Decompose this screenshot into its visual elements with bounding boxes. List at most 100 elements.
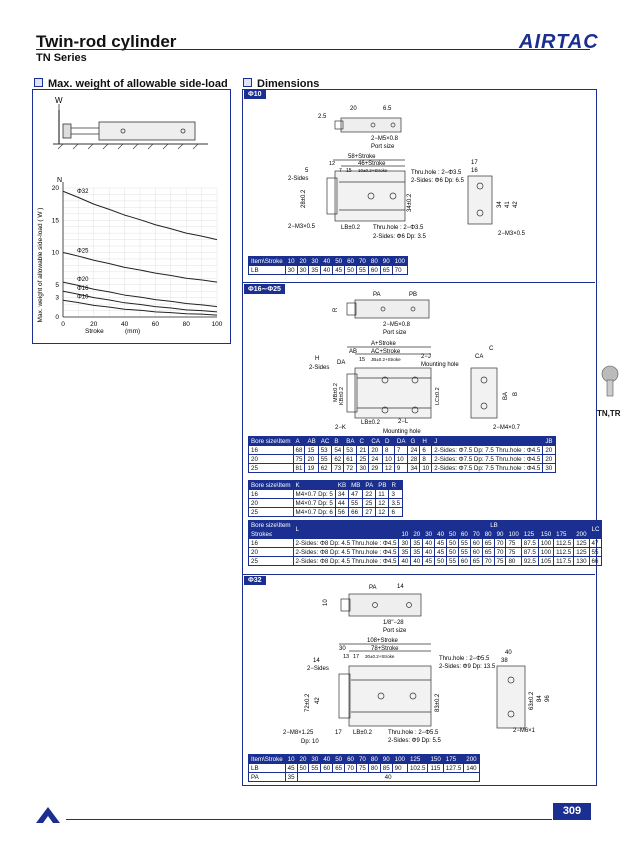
- table-16c-cell: 55: [588, 547, 603, 557]
- x-tick-label: 100: [212, 321, 223, 328]
- table-16a-cell: 75: [292, 454, 306, 464]
- series-label: TN Series: [36, 52, 87, 64]
- dim-pb: PB: [409, 292, 417, 298]
- table-10-cell: 65: [379, 265, 393, 275]
- dim-pa-32: PA: [369, 585, 377, 591]
- dim-ba: BA: [503, 392, 509, 400]
- table-32-cell: 50: [332, 754, 346, 764]
- y-tick-label: 20: [52, 185, 60, 192]
- table-16c-cell: 112.5: [553, 538, 575, 548]
- table-16a-cell: 25: [248, 463, 294, 473]
- port-thread-32: 1/8"−28: [383, 620, 404, 626]
- table-16c-cell: 70: [469, 529, 483, 539]
- table-32-cell: PA: [248, 772, 286, 782]
- series-label: Φ10: [77, 295, 89, 301]
- table-16a-cell: 6: [419, 445, 433, 455]
- table-16b-cell: 22: [362, 489, 377, 499]
- bullet-square-icon: [34, 78, 43, 87]
- table-10-cell: 45: [332, 265, 346, 275]
- table-16b-cell: 25: [362, 498, 377, 508]
- dim-7: 7: [339, 168, 342, 174]
- two-sides-32: 2−Sides: [307, 666, 329, 672]
- table-16a-cell: 28: [407, 454, 421, 464]
- table-16a-cell: 30: [356, 463, 370, 473]
- table-10-cell: 80: [367, 256, 381, 266]
- table-16a-cell: 55: [317, 454, 333, 464]
- table-16b-cell: 11: [375, 489, 390, 499]
- x-tick-label: 0: [61, 321, 65, 328]
- table-16b-cell: 34: [334, 489, 350, 499]
- table-16c-cell: 55: [446, 556, 459, 566]
- series-line: [62, 290, 218, 313]
- table-16c-cell: 125: [520, 529, 539, 539]
- table-16a-cell: 2-Sides: Φ7.5 Dp: 7.5 Thru.hole : Φ4.5: [431, 454, 544, 464]
- table-16c-cell: 2-Sides: Φ8 Dp: 4.5 Thru.hole : Φ4.5: [292, 547, 400, 557]
- table-16a-cell: DA: [393, 436, 409, 446]
- thread-depth-10: Dp: 10: [301, 739, 319, 745]
- dim-6-5: 6.5: [383, 106, 392, 112]
- dim-38: 38: [501, 658, 508, 664]
- table-16c-cell: 75: [505, 538, 522, 548]
- table-16c-cell: 90: [493, 529, 507, 539]
- table-32-cell: 60: [320, 763, 334, 773]
- table-16a-cell: 20: [542, 454, 556, 464]
- table-16b-cell: 25: [248, 507, 294, 517]
- table-16c-cell: 60: [469, 538, 483, 548]
- table-32-cell: 80: [367, 754, 381, 764]
- dim-a-stroke: A+Stroke: [371, 341, 397, 347]
- table-32-cell: 70: [344, 763, 357, 773]
- table-16c-cell: 40: [410, 556, 424, 566]
- dim-58-stroke: 58+Stroke: [348, 154, 376, 160]
- dim-lb: LB±0.2: [341, 225, 361, 231]
- table-10-cell: LB: [248, 265, 286, 275]
- table-16c-cell: 65: [481, 538, 495, 548]
- table-16a-cell: 20: [304, 454, 319, 464]
- table-16a-cell: 53: [317, 445, 333, 455]
- dim-15-16: 15: [359, 357, 365, 363]
- y-tick-label: 15: [52, 217, 60, 224]
- table-16b-cell: M4×0.7 Dp: 5: [292, 498, 336, 508]
- table-32-cell: 175: [442, 754, 465, 764]
- table-16b-cell: 3.5: [388, 498, 404, 508]
- table-16c-cell: 16: [248, 538, 294, 548]
- table-10-cell: 20: [296, 256, 310, 266]
- dim-12: 12: [329, 161, 335, 167]
- dimensions-panel: [242, 89, 597, 786]
- table-32-cell: 90: [391, 763, 408, 773]
- table-16a-cell: 21: [356, 445, 370, 455]
- table-16b-cell: 16: [248, 489, 294, 499]
- table-16b-cell: 55: [348, 498, 364, 508]
- dim-41: 41: [505, 201, 511, 208]
- table-10-cell: 30: [308, 256, 322, 266]
- table-16a-cell: G: [407, 436, 421, 446]
- dim-30-stroke: 30±0.2+Stroke: [365, 654, 395, 659]
- table-16c-cell: 35: [410, 538, 424, 548]
- table-10-cell: 30: [296, 265, 310, 275]
- port-thread-16: 2−M5×0.8: [383, 322, 411, 328]
- table-16a-cell: 29: [368, 463, 383, 473]
- dim-30: 30: [339, 646, 346, 652]
- series-line: [62, 190, 218, 241]
- table-32-cell: 125: [406, 754, 429, 764]
- table-16c-cell: 55: [457, 547, 471, 557]
- table-16b-cell: Bore size\Item: [248, 480, 294, 490]
- table-16b-cell: MB: [348, 480, 364, 490]
- bore-tag-16-25: Φ16∼Φ25: [244, 284, 285, 294]
- table-16c-cell: LB: [398, 520, 590, 530]
- table-32-cell: 140: [463, 763, 480, 773]
- mount-j: 2−J: [421, 354, 431, 360]
- table-32-cell: 60: [344, 754, 357, 764]
- table-16c-cell: 35: [410, 547, 424, 557]
- counterbore-bottom-32: 2-Sides: Φ9 Dp: 5.5: [388, 738, 441, 744]
- thread-m3-side: 2−M3×0.5: [498, 231, 526, 237]
- table-16b-cell: 6: [388, 507, 404, 517]
- dim-34-side: 34: [497, 201, 503, 208]
- dim-40: 40: [505, 650, 512, 656]
- table-32-cell: 100: [391, 754, 408, 764]
- dim-84: 84: [537, 695, 543, 702]
